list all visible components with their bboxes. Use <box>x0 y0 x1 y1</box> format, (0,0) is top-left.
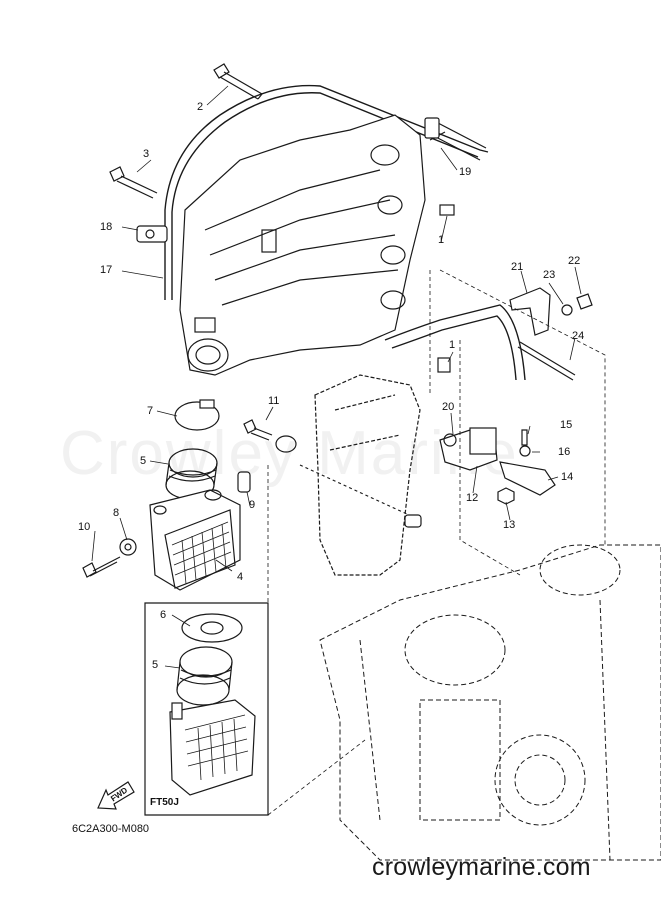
callout-3: 3 <box>143 148 150 160</box>
callout-12: 12 <box>466 492 479 504</box>
callout-6: 6 <box>160 609 167 621</box>
silencer-4-drawing <box>149 489 241 591</box>
intake-manifold-drawing <box>179 114 426 376</box>
callout-16: 16 <box>558 446 571 458</box>
callout-9: 9 <box>249 499 256 511</box>
inset-plate-6 <box>181 613 243 643</box>
callout-15: 15 <box>560 419 573 431</box>
callout-18: 18 <box>100 221 113 233</box>
clamp-7-drawing <box>174 401 220 431</box>
inset-joint-5 <box>176 646 233 706</box>
callout-4: 4 <box>237 571 244 583</box>
throttle-body-drawing <box>314 374 421 576</box>
callout-8: 8 <box>113 507 120 519</box>
callout-10: 10 <box>78 521 91 533</box>
fwd-arrow-icon <box>97 781 135 810</box>
callout-5: 5 <box>140 455 147 467</box>
variant-label: FT50J <box>150 797 179 808</box>
callout-21: 21 <box>511 261 524 273</box>
clip-18-drawing <box>136 225 168 243</box>
callout-24: 24 <box>572 330 585 342</box>
callout-7: 7 <box>147 405 154 417</box>
callout-11: 11 <box>268 395 280 407</box>
callout-19: 19 <box>459 166 472 178</box>
bolt-2-drawing <box>213 63 263 100</box>
callout-1a: 1 <box>438 234 445 246</box>
inset-silencer <box>169 699 256 796</box>
callout-5-inset: 5 <box>152 659 159 671</box>
bolt-3-drawing <box>109 166 158 199</box>
drawing-code: 6C2A300-M080 <box>72 823 150 835</box>
engine-block-drawing <box>319 544 661 861</box>
callout-2: 2 <box>197 101 204 113</box>
hose-17 <box>164 84 489 300</box>
callout-20: 20 <box>442 401 455 413</box>
watermark: Crowley Marine <box>60 419 519 488</box>
callout-17: 17 <box>100 264 113 276</box>
callout-14: 14 <box>561 471 574 483</box>
callout-13: 13 <box>503 519 516 531</box>
callout-22: 22 <box>568 255 581 267</box>
callout-23: 23 <box>543 269 556 281</box>
site-credit[interactable]: crowleymarine.com <box>372 853 591 881</box>
callout-1b: 1 <box>449 339 456 351</box>
